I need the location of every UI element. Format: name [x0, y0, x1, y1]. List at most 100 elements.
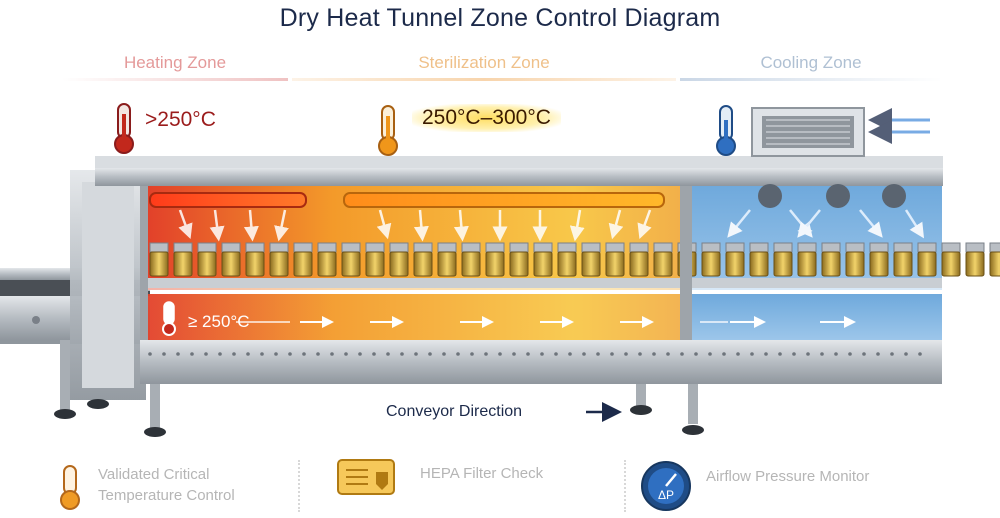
vial: [245, 242, 265, 277]
vial: [269, 242, 289, 277]
vial: [581, 242, 601, 277]
thermometer-icon: [716, 105, 736, 156]
vent-hole: [778, 352, 782, 356]
vent-hole: [820, 352, 824, 356]
zone-rule-sterilization: [292, 78, 676, 81]
vial: [629, 242, 649, 277]
zone-rule-heating: [62, 78, 288, 81]
support-legs: [60, 340, 698, 428]
vent-hole: [638, 352, 642, 356]
footer-divider: [298, 460, 300, 512]
vent-hole: [624, 352, 628, 356]
vent-hole: [316, 352, 320, 356]
vent-hole: [190, 352, 194, 356]
vial: [893, 242, 913, 277]
vent-hole: [568, 352, 572, 356]
vent-hole: [554, 352, 558, 356]
vial: [533, 242, 553, 277]
vent-hole: [806, 352, 810, 356]
vent-hole: [876, 352, 880, 356]
vial: [365, 242, 385, 277]
vial: [509, 242, 529, 277]
lower-plenum-cool: [692, 294, 942, 340]
vent-hole: [148, 352, 152, 356]
vent-hole: [722, 352, 726, 356]
vent-hole: [904, 352, 908, 356]
thermometer-icon: [60, 465, 80, 510]
zone-rule-cooling: [680, 78, 942, 81]
vent-hole: [386, 352, 390, 356]
vent-hole: [400, 352, 404, 356]
tunnel-top-cover: [95, 156, 943, 168]
vial: [605, 242, 625, 277]
vent-hole: [218, 352, 222, 356]
vial: [485, 242, 505, 277]
hot-air-arrows: [178, 209, 652, 242]
vent-hole: [596, 352, 600, 356]
vial: [293, 242, 313, 277]
vial: [773, 242, 793, 277]
vent-hole: [890, 352, 894, 356]
vent-hole: [414, 352, 418, 356]
vent-hole: [428, 352, 432, 356]
vent-hole: [792, 352, 796, 356]
cooling-fans: [758, 184, 906, 208]
base-vents: [148, 352, 922, 356]
vent-hole: [652, 352, 656, 356]
diagram-title: Dry Heat Tunnel Zone Control Diagram: [279, 4, 721, 32]
vent-hole: [274, 352, 278, 356]
leveling-feet: [54, 399, 704, 437]
vent-hole: [512, 352, 516, 356]
pressure-gauge-icon: ΔP: [641, 461, 691, 511]
vent-hole: [176, 352, 180, 356]
vent-hole: [162, 352, 166, 356]
vent-hole: [470, 352, 474, 356]
footer-item-hepa-check: HEPA Filter Check: [420, 465, 544, 482]
footer-item-temperature-control: Validated Critical Temperature Control: [98, 464, 235, 506]
vent-hole: [288, 352, 292, 356]
vent-hole: [694, 352, 698, 356]
vent-hole: [498, 352, 502, 356]
thermometer-icon: [378, 105, 398, 156]
vial: [173, 242, 193, 277]
vent-hole: [750, 352, 754, 356]
hepa-filter-unit: [751, 107, 865, 157]
sterilization-zone-temperature: 250°C–300°C: [412, 104, 561, 132]
footer-item-airflow-monitor: Airflow Pressure Monitor: [706, 468, 870, 485]
footer-item-label-line2: Temperature Control: [98, 487, 235, 504]
conveyor-direction-label: Conveyor Direction: [386, 403, 523, 420]
vent-hole: [540, 352, 544, 356]
vial: [941, 242, 961, 277]
cool-air-arrows: [727, 209, 925, 239]
vial: [869, 242, 889, 277]
tunnel-base: [140, 340, 942, 384]
vent-hole: [232, 352, 236, 356]
heater-element-sterilization: [343, 192, 665, 208]
vent-hole: [610, 352, 614, 356]
vial: [821, 242, 841, 277]
vial: [317, 242, 337, 277]
vent-hole: [680, 352, 684, 356]
vial: [725, 242, 745, 277]
lower-plenum-hot: [146, 294, 680, 340]
vial: [221, 242, 241, 277]
thermometer-icon: [162, 301, 176, 336]
vent-hole: [246, 352, 250, 356]
vent-hole: [582, 352, 586, 356]
intake-air-arrows: [868, 108, 930, 144]
vent-hole: [260, 352, 264, 356]
vent-hole: [358, 352, 362, 356]
tunnel-belt: [146, 278, 942, 288]
zone-label-sterilization: Sterilization Zone: [418, 53, 550, 72]
vent-hole: [862, 352, 866, 356]
vial: [749, 242, 769, 277]
vial: [557, 242, 577, 277]
vial: [845, 242, 865, 277]
vial: [653, 242, 673, 277]
vial-row: [149, 242, 1000, 277]
vial: [413, 242, 433, 277]
vial: [797, 242, 817, 277]
footer-divider: [624, 460, 626, 512]
vent-hole: [918, 352, 922, 356]
